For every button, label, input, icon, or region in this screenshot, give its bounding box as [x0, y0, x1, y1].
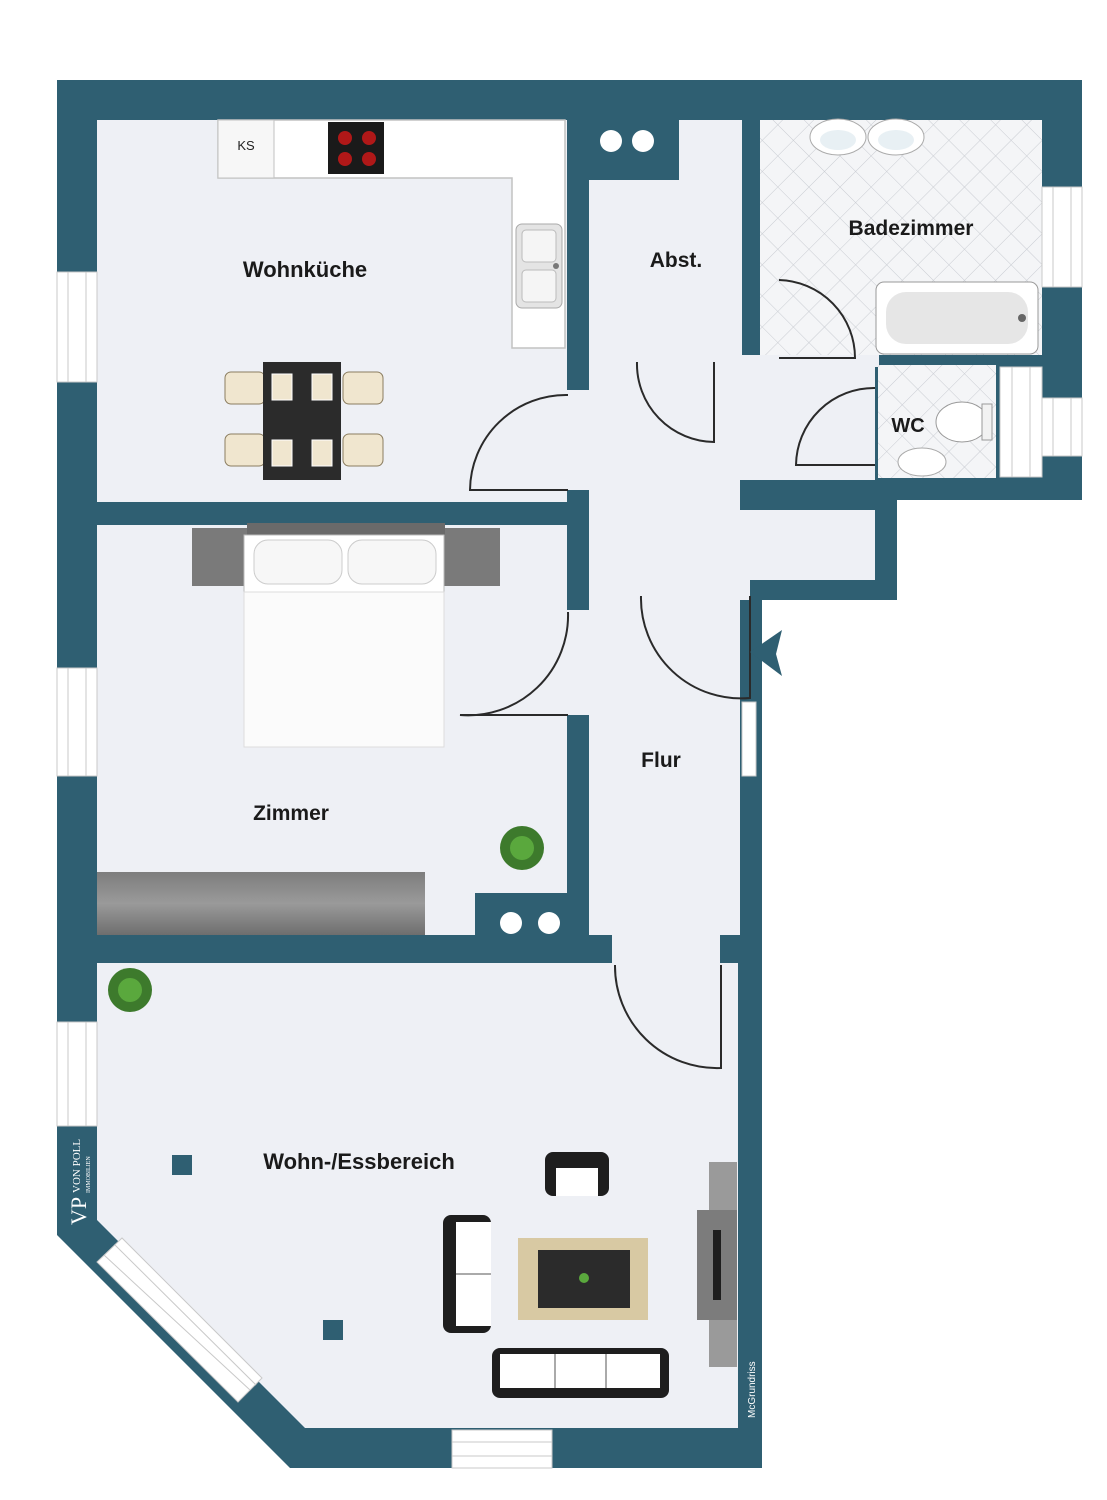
- room-label-badezimmer: Badezimmer: [849, 217, 974, 240]
- bed-icon: [192, 523, 500, 748]
- pillar-icon: [323, 1320, 343, 1340]
- room-label-wohn-essbereich: Wohn-/Essbereich: [263, 1149, 455, 1174]
- tv-cabinet-icon: [697, 1162, 737, 1367]
- installation-shaft: [500, 130, 654, 934]
- windows: [56, 186, 1083, 1469]
- room-label-wohnkueche: Wohnküche: [243, 257, 367, 282]
- pillar-icon: [172, 1155, 192, 1175]
- armchair-icon: [545, 1152, 609, 1196]
- room-label-zimmer: Zimmer: [253, 802, 329, 825]
- coffee-table-icon: [518, 1238, 648, 1320]
- company-logo: VP VON POLL IMMOBILIEN: [66, 1139, 92, 1225]
- kitchen-counter: KS: [217, 119, 566, 349]
- floor-flur: [589, 365, 875, 935]
- bathroom-fixtures: [809, 118, 1039, 355]
- company-sub: IMMOBILIEN: [86, 1156, 92, 1193]
- sofa-icon: [492, 1348, 669, 1398]
- dining-table-icon: [224, 362, 384, 480]
- room-label-wc: WC: [891, 415, 924, 437]
- company-name: VON POLL: [71, 1139, 83, 1193]
- wc-fixtures: [897, 401, 993, 477]
- room-labels: Wohnküche Abst. Badezimmer WC Zimmer Flu…: [243, 217, 974, 1174]
- inner-walls: [97, 120, 760, 963]
- logo-mark: VP: [66, 1197, 91, 1225]
- room-label-abstellraum: Abst.: [650, 249, 703, 272]
- doors: [459, 279, 876, 1070]
- room-label-flur: Flur: [641, 749, 681, 772]
- floor-abstellraum: [589, 175, 742, 355]
- stove-icon: [328, 122, 384, 174]
- wardrobe-icon: [97, 872, 425, 935]
- sink-icon: [515, 223, 563, 309]
- plant-icon: [108, 968, 152, 1012]
- toilet-icon: [935, 401, 989, 443]
- washbasin-icon: [897, 447, 947, 477]
- sofa-icon: [443, 1215, 491, 1333]
- fridge-label: KS: [237, 138, 255, 153]
- entrance-arrow-icon: [750, 630, 782, 676]
- credit-label: McGrundriss: [747, 1361, 758, 1418]
- plant-icon: [500, 826, 544, 870]
